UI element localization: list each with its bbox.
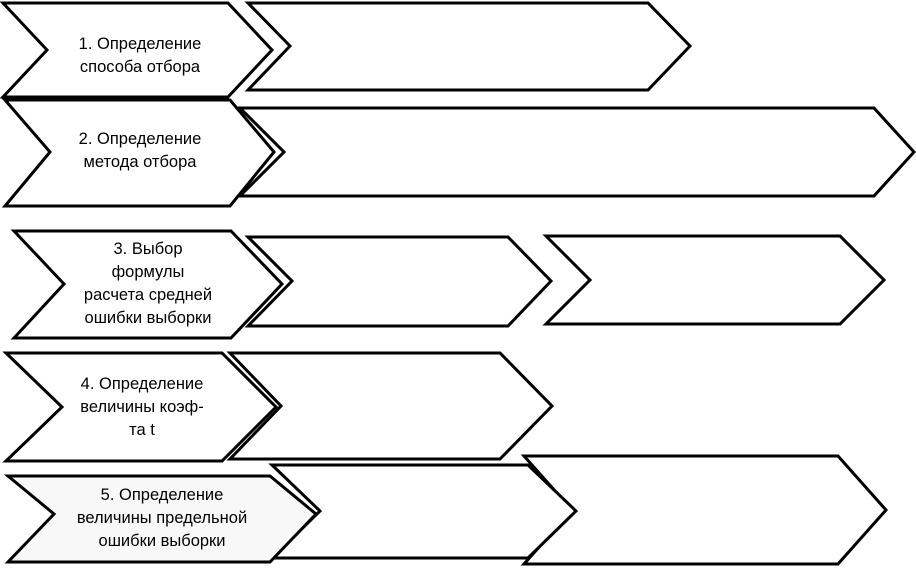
- step-3-empty-chevron-b: [542, 234, 887, 326]
- step-4-label: 4. Определение величины коэф- та t: [80, 375, 204, 439]
- step-3-label: 3. Выбор формулы расчета средней ошибки …: [83, 240, 213, 327]
- step-2-label: 2. Определение метода отбора: [78, 130, 202, 171]
- step-5-chevron: [3, 474, 319, 564]
- step-4-empty-chevron: [226, 351, 555, 461]
- step-3-chevron: [10, 229, 285, 340]
- step-4-chevron: [2, 351, 279, 463]
- step-1-label: 1. Определение способа отбора: [78, 35, 202, 76]
- step-2-chevron: [1, 98, 276, 208]
- step-1-empty-chevron: [244, 1, 693, 92]
- step-1-chevron: [0, 1, 275, 99]
- step-5-empty-chevron-a: [268, 463, 579, 560]
- step-5-label: 5. Определение величины предельной ошибк…: [76, 486, 248, 550]
- step-3-empty-chevron-a: [244, 235, 554, 328]
- step-2-empty-chevron: [236, 106, 916, 198]
- step-5-empty-chevron-b: [520, 454, 889, 566]
